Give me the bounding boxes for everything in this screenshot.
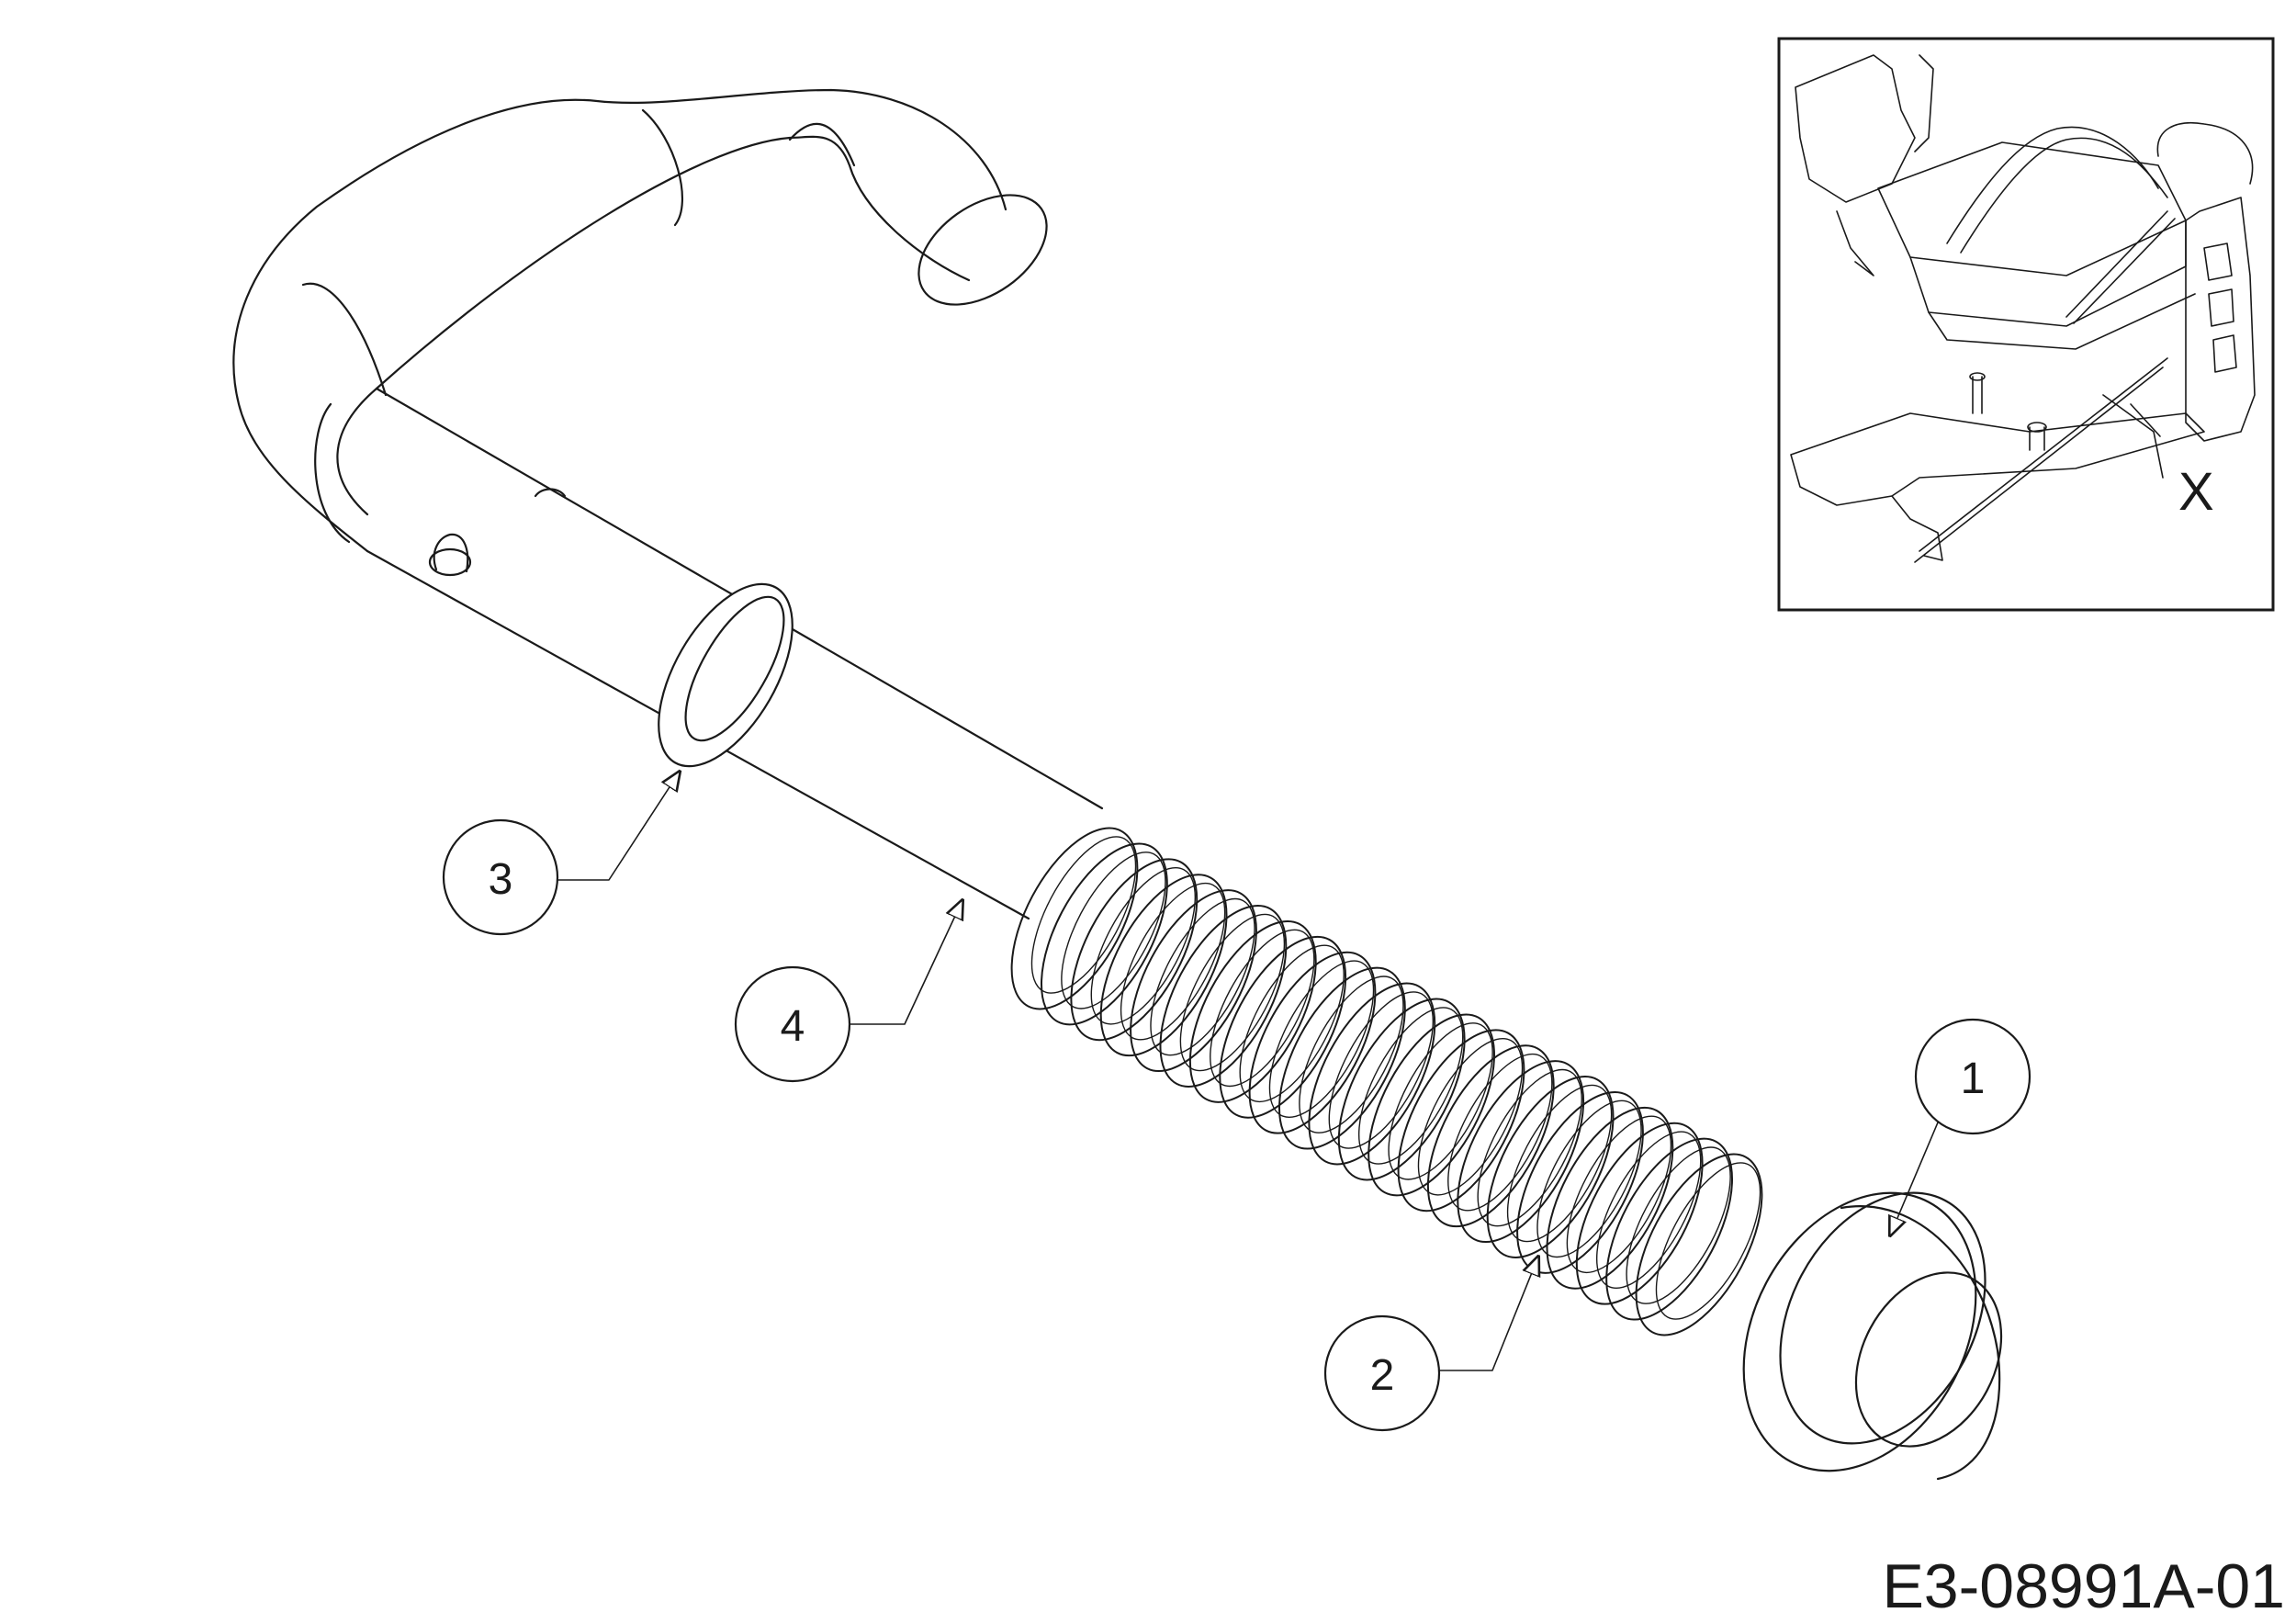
spring-coil-inner <box>1150 897 1255 1056</box>
spring-coil <box>1575 1122 1704 1305</box>
spring-coil-inner <box>1268 960 1375 1118</box>
spring-coil-inner <box>1536 1100 1642 1258</box>
spring-coil-inner <box>1328 991 1435 1149</box>
spring-coil <box>1337 998 1466 1181</box>
spring-coil <box>1248 951 1377 1134</box>
spring-coil <box>1426 1044 1555 1228</box>
spring-coil <box>1188 919 1317 1103</box>
spring-coil <box>1605 1137 1734 1321</box>
drawing-code: E3-08991A-01 <box>1882 1551 2285 1621</box>
spring-coil <box>1457 1060 1585 1244</box>
spring-coil-inner <box>1357 1007 1464 1165</box>
inset-marker-label: X <box>2178 462 2214 522</box>
callout-4: 4 <box>734 900 962 1083</box>
spring-coil-inner <box>1210 929 1315 1088</box>
callout-3-label: 3 <box>489 855 513 904</box>
spring-coil <box>1486 1076 1615 1258</box>
spring-coil <box>1367 1013 1496 1197</box>
spring-coil <box>1277 966 1406 1150</box>
spring-coil-inner <box>1179 913 1286 1072</box>
spring-coil <box>1397 1029 1525 1212</box>
spring-coil-inner <box>1061 851 1166 1009</box>
spring-coil-inner <box>1477 1068 1582 1227</box>
spring-coil <box>1546 1106 1674 1290</box>
callout-1: 1 <box>1890 1018 2032 1235</box>
spring-coil <box>1219 935 1347 1119</box>
spring-coil <box>1010 827 1139 1010</box>
compression-spring-part <box>1010 827 1763 1336</box>
spring-coil <box>1130 889 1257 1073</box>
spring-coil-inner <box>1626 1146 1731 1304</box>
spring-coil-inner <box>1655 1162 1761 1320</box>
inset-locator-view: X <box>1777 37 2275 612</box>
spring-coil <box>1159 905 1288 1088</box>
spring-coil <box>1635 1153 1763 1336</box>
callout-3: 3 <box>442 772 680 936</box>
spring-coil-inner <box>1388 1022 1493 1180</box>
handle-pin-part <box>232 88 1104 920</box>
spring-coil-inner <box>1239 944 1345 1103</box>
spring-coil <box>1040 842 1168 1026</box>
spring-coil-inner <box>1595 1131 1702 1289</box>
callout-2-label: 2 <box>1370 1351 1395 1400</box>
spring-coil-inner <box>1506 1084 1613 1243</box>
callout-4-label: 4 <box>781 1002 805 1051</box>
spring-coil <box>1070 858 1199 1042</box>
spring-coil-inner <box>1417 1038 1524 1196</box>
spring-coil-inner <box>1299 976 1404 1133</box>
spring-coil-inner <box>1030 836 1137 994</box>
spring-coil-inner <box>1090 867 1197 1025</box>
callout-2: 2 <box>1323 1257 1538 1432</box>
spring-coil-inner <box>1120 882 1226 1041</box>
spring-coil <box>1308 982 1436 1166</box>
spring-coil <box>1099 874 1228 1057</box>
callout-1-label: 1 <box>1961 1054 1986 1103</box>
end-cap-part <box>1742 1191 2003 1481</box>
spring-coil-inner <box>1566 1115 1672 1274</box>
spring-coil-inner <box>1447 1053 1553 1212</box>
